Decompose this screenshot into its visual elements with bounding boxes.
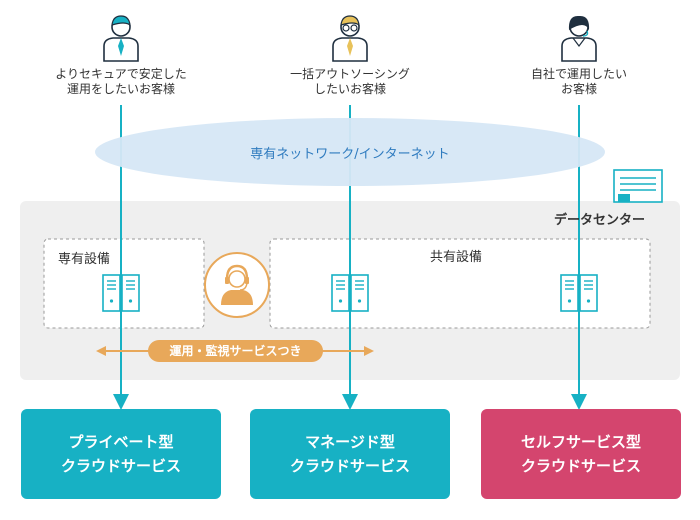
- server-icon-shared-1: [331, 274, 369, 312]
- network-ellipse: [95, 118, 605, 186]
- businesswoman-headset-icon: [561, 15, 597, 62]
- businessman-icon: [103, 15, 139, 62]
- service-title: セルフサービス型: [520, 433, 641, 451]
- service-subtitle: クラウドサービス: [60, 457, 181, 475]
- network-label: 専有ネットワーク/インターネット: [250, 147, 450, 162]
- operations-label: 運用・監視サービスつき: [169, 344, 302, 358]
- server-icon-shared-2: [560, 274, 598, 312]
- datacenter-label: データセンター: [554, 213, 646, 228]
- private-cloud-service-box: プライベート型 クラウドサービス: [21, 409, 221, 499]
- datacenter-building-icon: [613, 169, 663, 203]
- service-title: マネージド型: [305, 433, 395, 451]
- self-service-cloud-service-box: セルフサービス型 クラウドサービス: [481, 409, 681, 499]
- operator-headset-icon: [204, 252, 270, 318]
- dedicated-equipment-label: 専有設備: [58, 252, 111, 267]
- service-subtitle: クラウドサービス: [520, 457, 641, 475]
- operations-pill: [148, 340, 323, 362]
- service-subtitle: クラウドサービス: [289, 457, 410, 475]
- operations-arrow-left: [96, 346, 106, 356]
- server-icon-dedicated: [102, 274, 140, 312]
- service-title: プライベート型: [68, 433, 174, 451]
- customer-label-outsourcing: 一括アウトソーシング したいお客様: [290, 67, 410, 96]
- shared-equipment-label: 共有設備: [430, 250, 483, 265]
- managed-cloud-service-box: マネージド型 クラウドサービス: [250, 409, 450, 499]
- operations-arrow-right: [364, 346, 374, 356]
- businessman-glasses-icon: [332, 15, 368, 62]
- customer-label-secure: よりセキュアで安定した 運用をしたいお客様: [55, 67, 187, 96]
- customer-label-self: 自社で運用したい お客様: [530, 67, 627, 96]
